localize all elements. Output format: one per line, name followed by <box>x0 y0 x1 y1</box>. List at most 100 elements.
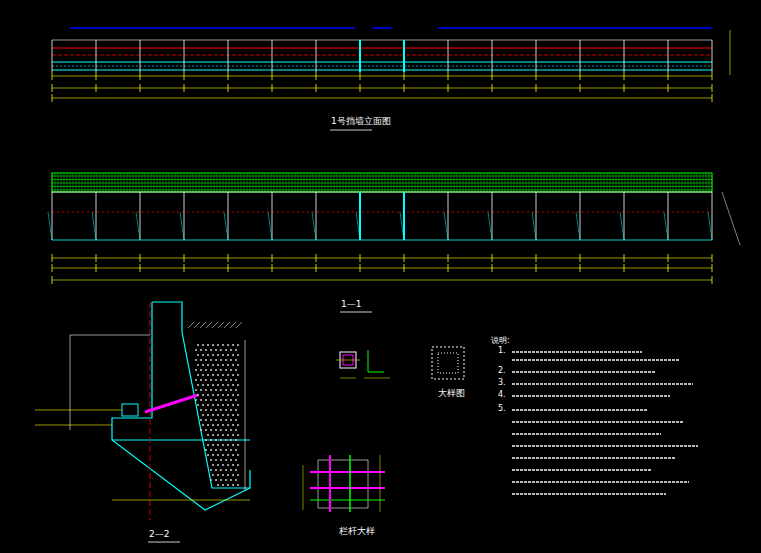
cad-line <box>133 173 134 192</box>
soil-dot <box>232 374 234 376</box>
cad-line <box>316 264 317 272</box>
cad-line <box>712 40 713 72</box>
cad-line <box>496 173 497 192</box>
cad-line <box>224 322 230 328</box>
cad-line <box>112 173 113 192</box>
soil-dot <box>235 409 237 411</box>
elevation <box>52 28 730 102</box>
soil-dot <box>207 404 209 406</box>
note-text: 4. <box>497 391 507 400</box>
soil-dot <box>210 369 212 371</box>
cad-line <box>448 40 449 72</box>
soil-dot <box>225 449 227 451</box>
soil-dot <box>230 449 232 451</box>
cad-line <box>512 371 656 373</box>
cad-line <box>439 173 440 192</box>
cad-line <box>360 84 361 92</box>
cad-line <box>712 72 713 80</box>
cad-line <box>316 192 317 240</box>
cad-line <box>562 173 563 192</box>
cad-line <box>235 173 236 192</box>
cad-line <box>667 173 668 192</box>
cad-line <box>166 173 167 192</box>
cad-line <box>280 173 281 192</box>
soil-dot <box>222 484 224 486</box>
cad-line <box>202 173 203 192</box>
note-text: 3. <box>497 379 507 388</box>
cad-line <box>52 192 712 193</box>
soil-dot <box>212 414 214 416</box>
soil-dot <box>207 374 209 376</box>
soil-dot <box>215 449 217 451</box>
cad-line <box>334 173 335 192</box>
cad-line <box>96 40 97 72</box>
soil-dot <box>215 479 217 481</box>
cad-line <box>127 173 128 192</box>
soil-dot <box>225 469 227 471</box>
soil-dot <box>232 384 234 386</box>
soil-dot <box>210 459 212 461</box>
soil-dot <box>237 434 239 436</box>
soil-dot <box>207 344 209 346</box>
soil-dot <box>217 404 219 406</box>
cad-line <box>337 173 338 192</box>
cad-line <box>360 264 361 272</box>
soil-dot <box>227 354 229 356</box>
cad-line <box>274 173 275 192</box>
cad-line <box>404 72 405 80</box>
soil-dot <box>227 394 229 396</box>
cad-line <box>502 173 503 192</box>
cad-line <box>370 173 371 192</box>
cad-line <box>355 173 356 192</box>
cad-line <box>325 173 326 192</box>
cad-line <box>598 173 599 192</box>
cad-line <box>286 173 287 192</box>
cad-line <box>490 173 491 192</box>
soil-dot <box>220 409 222 411</box>
soil-dot <box>235 479 237 481</box>
cad-line <box>625 173 626 192</box>
cad-line <box>376 173 377 192</box>
cad-line <box>184 254 185 262</box>
soil-dot <box>220 449 222 451</box>
cad-line <box>722 192 740 245</box>
cad-line <box>550 173 551 192</box>
cad-line <box>536 84 537 92</box>
cad-line <box>241 173 242 192</box>
soil-dot <box>212 384 214 386</box>
cad-line <box>451 173 452 192</box>
cad-line <box>79 173 80 192</box>
cad-line <box>358 173 359 192</box>
soil-dot <box>225 379 227 381</box>
soil-dot <box>220 429 222 431</box>
cad-line <box>403 192 405 240</box>
cad-line <box>360 72 361 80</box>
cad-line <box>316 40 317 72</box>
cad-line <box>624 192 625 240</box>
soil-dot <box>220 369 222 371</box>
soil-dot <box>205 369 207 371</box>
cad-line <box>433 173 434 192</box>
cad-line <box>361 173 362 192</box>
cad-line <box>688 173 689 192</box>
cad-line <box>472 173 473 192</box>
soil-dot <box>232 444 234 446</box>
soil-dot <box>220 379 222 381</box>
cad-line <box>676 173 677 192</box>
cad-line <box>236 322 242 328</box>
cad-line <box>640 173 641 192</box>
cad-line <box>52 40 712 41</box>
cad-line <box>634 173 635 192</box>
soil-dot <box>217 454 219 456</box>
cad-line <box>492 254 493 262</box>
cad-line <box>712 192 713 240</box>
soil-dot <box>225 399 227 401</box>
cad-line <box>271 173 272 192</box>
soil-dot <box>202 404 204 406</box>
soil-dot <box>217 354 219 356</box>
soil-dot <box>220 439 222 441</box>
cad-line <box>628 173 629 192</box>
soil-dot <box>202 364 204 366</box>
soil-dot <box>217 344 219 346</box>
soil-dot <box>237 394 239 396</box>
